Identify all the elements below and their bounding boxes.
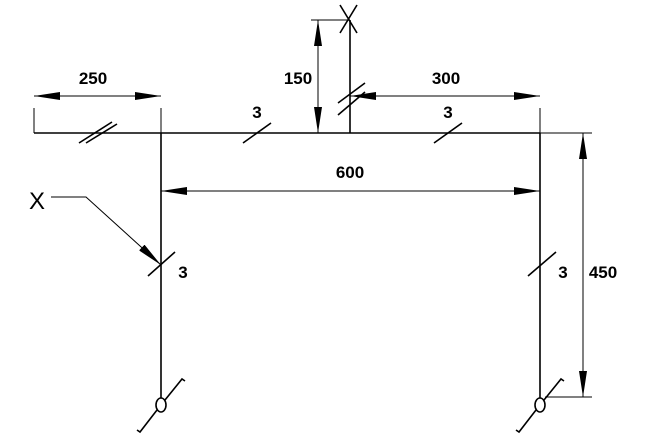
section-marker-leader <box>51 196 162 266</box>
beam-right-tick <box>433 122 463 144</box>
dimension-label-250: 250 <box>79 69 107 88</box>
dimension-300 <box>350 92 541 133</box>
section-marker-label: X <box>29 188 45 215</box>
dimension-label-300: 300 <box>432 69 460 88</box>
beam-overhang-double-tick <box>78 121 118 144</box>
dimension-label-150: 150 <box>284 69 312 88</box>
weld-label-column-left: 3 <box>178 263 187 282</box>
dimension-250 <box>33 92 162 133</box>
right-hinge-support <box>515 377 565 434</box>
weld-label-beam-left: 3 <box>252 103 261 122</box>
right-column-tick <box>527 251 557 277</box>
dimension-150 <box>311 19 350 133</box>
post-end-cross <box>339 4 358 34</box>
beam-left-tick <box>242 122 272 144</box>
weld-label-column-right: 3 <box>558 263 567 282</box>
dimension-label-600: 600 <box>336 163 364 182</box>
dimension-label-450: 450 <box>589 263 617 282</box>
post-double-tick <box>337 82 366 116</box>
weld-label-beam-right: 3 <box>443 103 452 122</box>
left-column-tick <box>147 251 176 277</box>
left-hinge-support <box>136 377 186 434</box>
dimension-450 <box>540 132 592 398</box>
